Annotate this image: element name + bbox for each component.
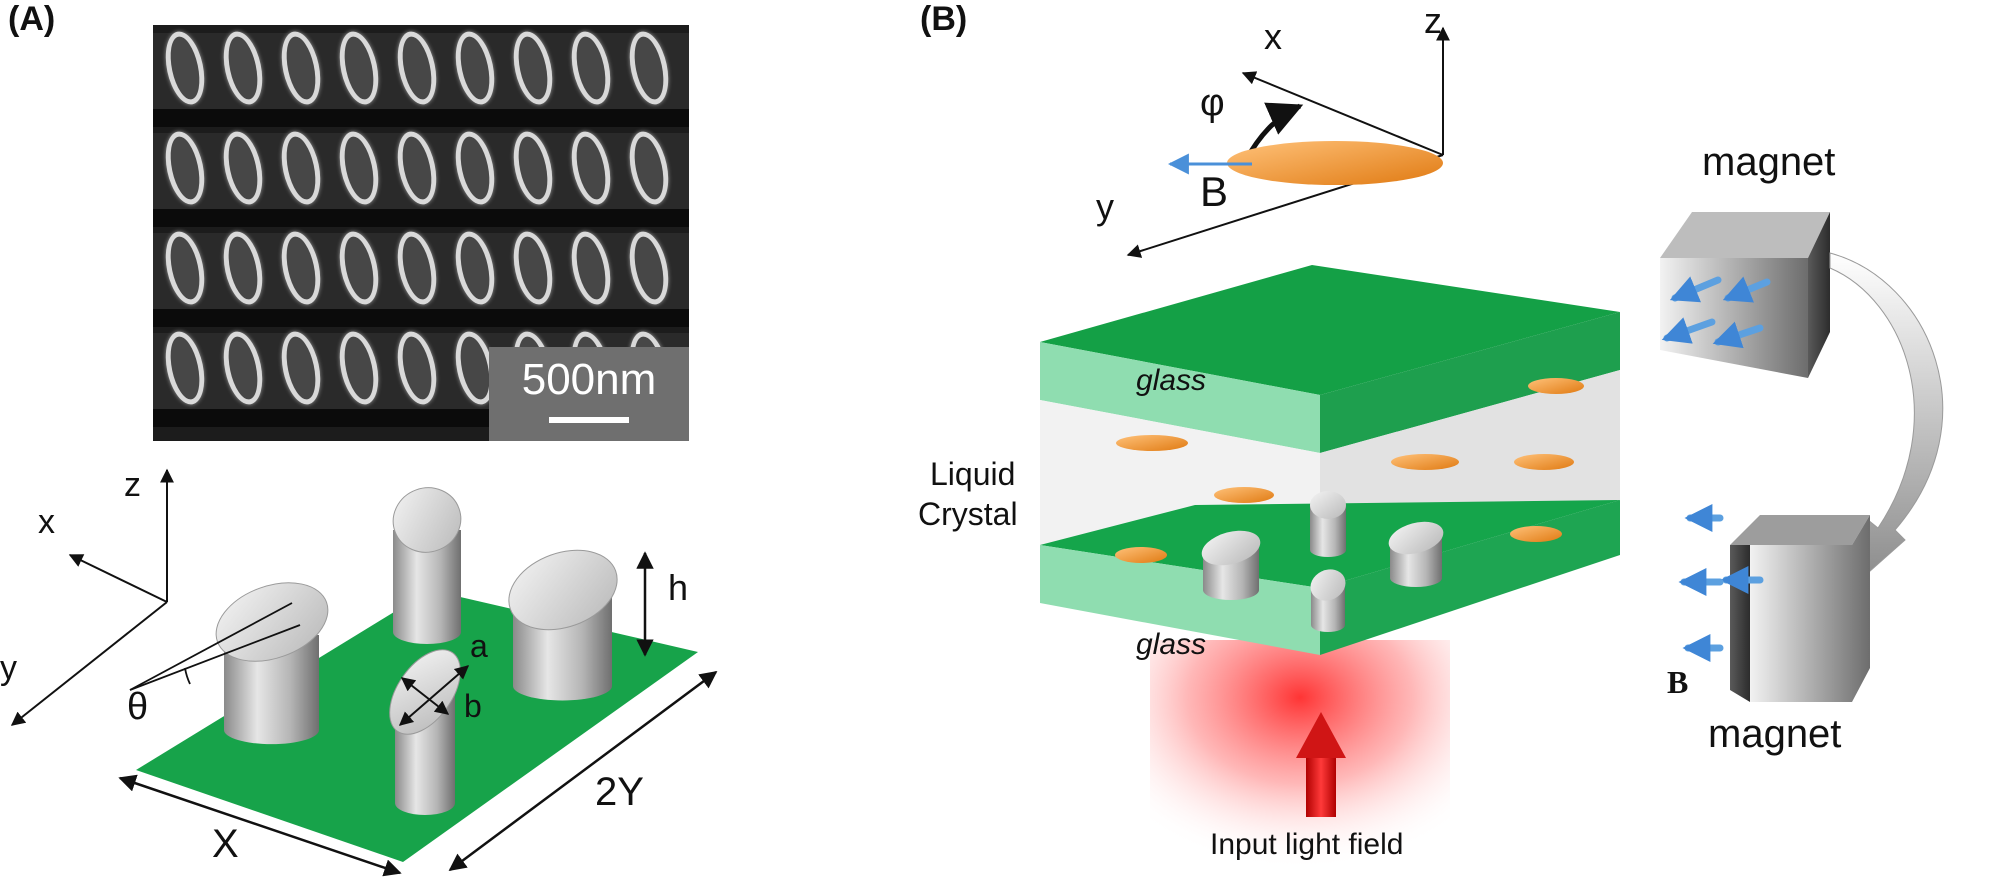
glass-top-label: glass: [1136, 364, 1207, 397]
sem-micrograph: 500nm: [153, 25, 689, 441]
a-axis-y-label: y: [0, 649, 17, 687]
magnet-bottom: [1730, 515, 1870, 702]
magnet-top-label: magnet: [1702, 140, 1836, 184]
input-light-arrow: [1296, 712, 1346, 817]
glass-top-slab: [1040, 265, 1620, 453]
scale-bar-line: [549, 417, 629, 423]
lc-label-line2: Crystal: [918, 496, 1018, 532]
dim-b-label: b: [464, 688, 482, 724]
glass-bottom-label: glass: [1136, 628, 1207, 661]
nanopillar-back: [392, 487, 462, 644]
period-x-arrow: [118, 774, 402, 877]
theta-angle-lines: [129, 602, 301, 691]
panel-a-label: (A): [8, 0, 56, 38]
dim-x-label: X: [212, 822, 239, 866]
cell-nanopillars: [1201, 491, 1444, 632]
field-b-label: B: [1200, 168, 1229, 215]
panel-a-axes: [10, 468, 174, 726]
panel-b-label: (B): [920, 0, 968, 38]
a-axis-z-label: z: [124, 466, 141, 504]
phi-label: φ: [1200, 82, 1225, 124]
dim-a-label: a: [470, 628, 488, 664]
sem-row-gap: [153, 109, 689, 127]
nanopillar-right: [508, 549, 618, 701]
period-2y-arrow: [448, 670, 718, 872]
nanopillar-left: [215, 582, 329, 745]
field-b-bottom-label: B: [1667, 664, 1689, 700]
b-axis-y-label: y: [1096, 186, 1114, 227]
scale-bar-label: 500nm: [521, 355, 657, 404]
sem-row-gap: [153, 309, 689, 327]
theta-label: θ: [127, 686, 149, 728]
lc-molecules: [1115, 378, 1584, 563]
magnet-bottom-label: magnet: [1708, 712, 1842, 756]
panel-b-axes: [1126, 26, 1450, 258]
dim-2y-label: 2Y: [595, 770, 644, 814]
sem-row-gap: [153, 209, 689, 227]
lc-molecule-top: [1227, 141, 1443, 185]
a-axis-x-label: x: [38, 503, 55, 541]
dim-h-label: h: [668, 567, 689, 608]
magnet-bottom-field-arrows: [1678, 504, 1764, 662]
b-axis-x-label: x: [1264, 16, 1282, 57]
scale-bar-box: 500nm: [489, 347, 689, 441]
magnet-top-field-arrows: [1661, 276, 1771, 349]
input-light-label: Input light field: [1210, 828, 1404, 861]
lc-label-line1: Liquid: [930, 456, 1016, 492]
b-axis-z-label: z: [1424, 0, 1442, 41]
magnet-rotation-arrow: [1829, 252, 1944, 582]
